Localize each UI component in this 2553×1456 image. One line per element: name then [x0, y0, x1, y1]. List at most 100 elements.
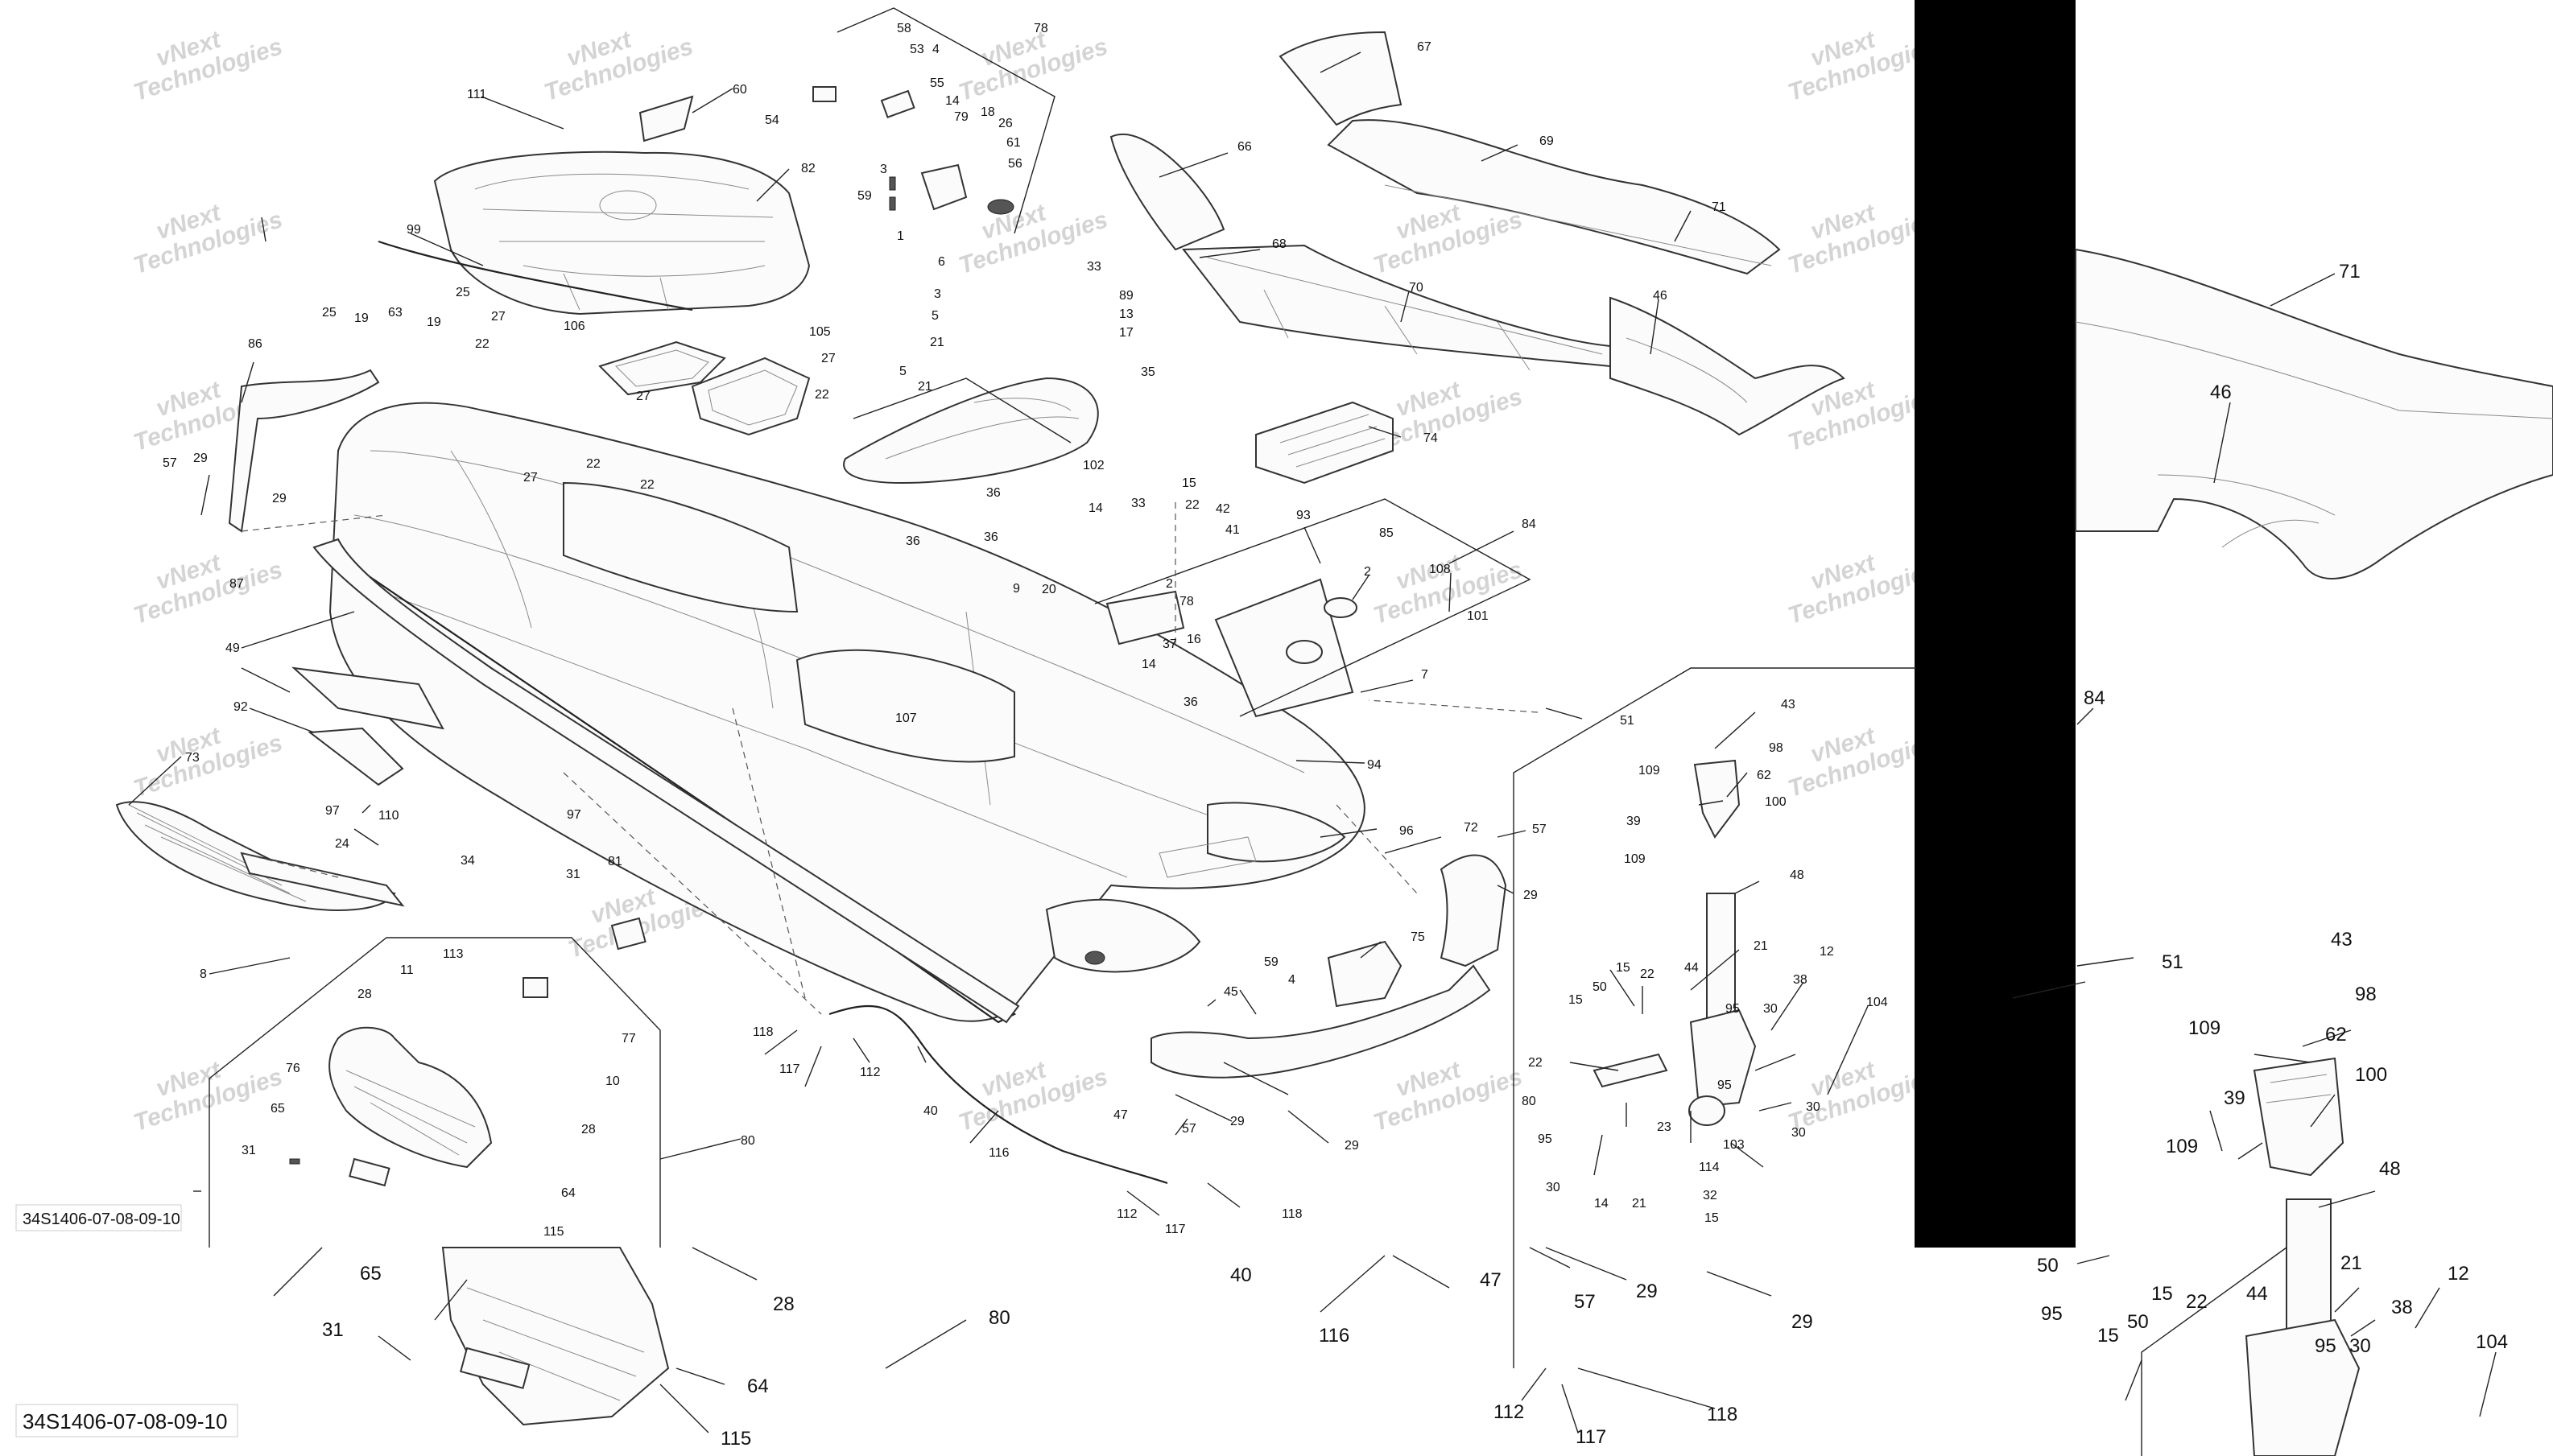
callout-14: 14 [1089, 501, 1103, 515]
callout-115: 115 [543, 1225, 564, 1239]
callout-36: 36 [906, 534, 920, 548]
callout-95: 95 [2315, 1335, 2336, 1357]
callout-28: 28 [357, 988, 372, 1001]
callout-15: 15 [2151, 1283, 2173, 1305]
callout-55: 55 [930, 76, 944, 90]
callout-43: 43 [2331, 929, 2353, 951]
callout-100: 100 [1765, 795, 1787, 809]
callout-80: 80 [741, 1134, 755, 1148]
callout-14: 14 [1594, 1197, 1609, 1211]
callout-112: 112 [1493, 1401, 1524, 1423]
callout-50: 50 [1593, 980, 1607, 994]
callout-33: 33 [1087, 260, 1101, 274]
part-78-block [1105, 590, 1185, 646]
callout-71: 71 [2339, 261, 2361, 283]
callout-56: 56 [1008, 157, 1022, 171]
callout-19: 19 [427, 316, 441, 329]
callout-109: 109 [2188, 1017, 2220, 1039]
callout-5: 5 [899, 365, 907, 378]
callout-22: 22 [2186, 1291, 2208, 1313]
callout-28: 28 [581, 1123, 596, 1136]
callout-29: 29 [1636, 1281, 1658, 1302]
callout-51: 51 [2162, 951, 2183, 973]
callout-80: 80 [1522, 1095, 1536, 1108]
callout-4: 4 [1288, 973, 1295, 987]
callout-103: 103 [1723, 1138, 1745, 1152]
callout-99: 99 [407, 223, 421, 237]
callout-31: 31 [322, 1319, 344, 1341]
callout-61: 61 [1006, 136, 1021, 150]
callout-95: 95 [1717, 1079, 1732, 1092]
callout-17: 17 [1119, 326, 1134, 340]
callout-116: 116 [1319, 1325, 1349, 1347]
cable-part [828, 1004, 1168, 1185]
callout-6: 6 [938, 255, 945, 269]
callout-10: 10 [605, 1074, 620, 1088]
callout-36: 36 [1184, 695, 1198, 709]
latch-assembly-part [812, 86, 1014, 215]
callout-112: 112 [860, 1066, 881, 1079]
reboarding-step-75-part [1327, 940, 1402, 1008]
callout-34: 34 [461, 854, 475, 868]
callout-8: 8 [200, 967, 207, 981]
callout-118: 118 [753, 1025, 774, 1039]
callout-41: 41 [1225, 523, 1240, 537]
callout-33: 33 [1131, 497, 1146, 510]
callout-110: 110 [378, 809, 399, 823]
callout-42: 42 [1216, 502, 1230, 516]
callout-69: 69 [1539, 134, 1554, 148]
callout-22: 22 [640, 478, 655, 492]
callout-32: 32 [1703, 1189, 1717, 1202]
callout-107: 107 [895, 712, 917, 725]
callout-22: 22 [475, 337, 490, 351]
callout-54: 54 [765, 113, 779, 127]
diagram-code-labels: 34S1406-07-08-09-10 34S1406-07-08-09-10 [15, 1204, 238, 1437]
callout-27: 27 [636, 390, 651, 403]
callout-27: 27 [491, 310, 506, 324]
callout-11: 11 [400, 963, 414, 977]
callout-22: 22 [1528, 1056, 1543, 1070]
callout-25: 25 [322, 306, 337, 320]
callout-21: 21 [2340, 1252, 2362, 1274]
front-grip-part [228, 369, 380, 533]
callout-31: 31 [242, 1144, 256, 1157]
strap-part [378, 240, 693, 311]
callout-76: 76 [286, 1062, 300, 1075]
callout-62: 62 [1757, 769, 1771, 782]
zoomed-steering-part [2245, 1057, 2361, 1456]
callout-25: 25 [456, 286, 470, 299]
callout-101: 101 [1467, 609, 1489, 623]
callout-96: 96 [1399, 824, 1414, 838]
callout-102: 102 [1083, 459, 1105, 472]
callout-117: 117 [779, 1062, 800, 1076]
callout-4: 4 [932, 43, 940, 56]
callout-39: 39 [2224, 1087, 2245, 1109]
callout-46: 46 [1653, 289, 1667, 303]
callout-95: 95 [1538, 1132, 1552, 1146]
callout-29: 29 [193, 452, 208, 465]
callout-15: 15 [1568, 993, 1583, 1007]
callout-71: 71 [1712, 200, 1726, 214]
callout-93: 93 [1296, 509, 1311, 522]
callout-65: 65 [360, 1263, 382, 1285]
callout-15: 15 [1616, 961, 1630, 975]
callout-85: 85 [1379, 526, 1394, 540]
callout-57: 57 [1574, 1291, 1596, 1313]
callout-30: 30 [1763, 1002, 1778, 1016]
callout-labels: 58 78 53 4 55 14 79 18 26 61 56 54 60 11… [163, 22, 2508, 1450]
callout-57: 57 [1182, 1122, 1196, 1136]
callout-36: 36 [984, 530, 998, 544]
callout-12: 12 [1820, 945, 1834, 959]
callout-92: 92 [233, 700, 248, 714]
callout-38: 38 [1793, 973, 1807, 987]
callout-22: 22 [586, 457, 601, 471]
callout-66: 66 [1237, 140, 1252, 154]
callout-22: 22 [1185, 498, 1200, 512]
zoomed-mat-part [2075, 248, 2553, 580]
callout-67: 67 [1417, 40, 1431, 54]
callout-78: 78 [1034, 22, 1048, 35]
callout-39: 39 [1626, 815, 1641, 828]
callout-43: 43 [1781, 698, 1795, 712]
callout-78: 78 [1179, 595, 1194, 608]
